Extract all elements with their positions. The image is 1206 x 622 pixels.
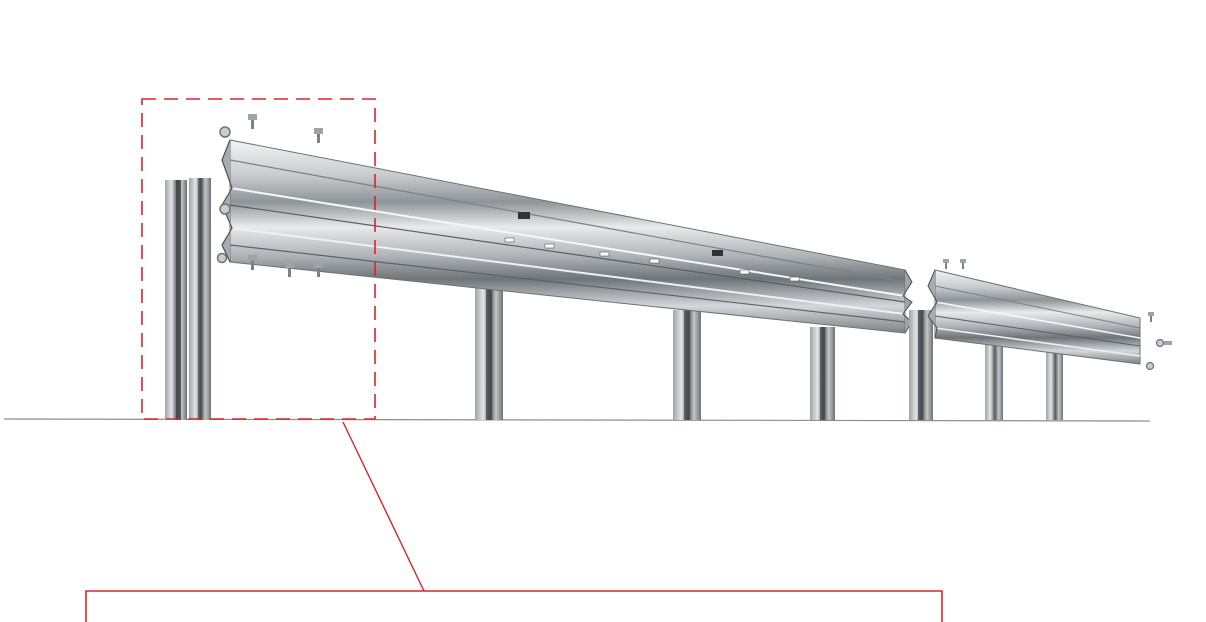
nut-icon xyxy=(219,126,231,138)
nut-icon xyxy=(1145,361,1155,371)
nut-icon xyxy=(219,203,231,215)
bolt-icon xyxy=(248,255,257,270)
detail-box xyxy=(141,98,376,420)
rail-icon xyxy=(927,269,1141,365)
bolt-icon xyxy=(1164,341,1172,345)
nut-icon xyxy=(216,252,228,264)
label-box xyxy=(85,590,943,622)
bolt-icon xyxy=(314,128,323,143)
bolt-icon xyxy=(943,259,949,269)
post-icon xyxy=(1046,348,1063,420)
rail-icon xyxy=(221,139,913,334)
bolt-icon xyxy=(248,114,257,129)
bolt-icon xyxy=(285,262,294,277)
post-icon xyxy=(165,178,211,420)
bolt-icon xyxy=(960,259,966,269)
post-icon xyxy=(909,310,933,420)
post-icon xyxy=(985,340,1003,420)
post-icon xyxy=(475,284,503,420)
post-icon xyxy=(810,327,835,420)
bolt-icon xyxy=(314,262,323,277)
post-icon xyxy=(673,310,701,420)
leader-line xyxy=(342,421,425,592)
bolt-icon xyxy=(1148,312,1154,322)
nut-icon xyxy=(1155,338,1165,348)
